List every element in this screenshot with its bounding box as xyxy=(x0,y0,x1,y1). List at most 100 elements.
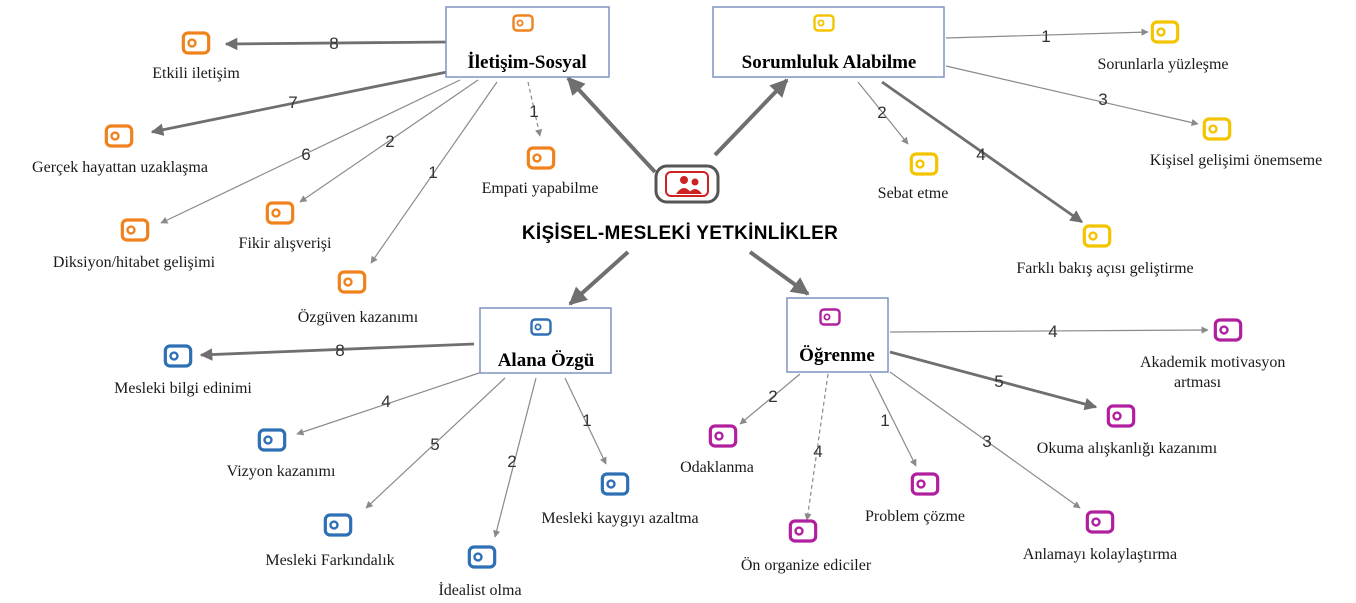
code-label: Okuma alışkanlığı kazanımı xyxy=(1037,440,1218,457)
edge-center-social xyxy=(566,76,657,174)
code-anlamayi-kolaylastirma[interactable]: Anlamayı kolaylaştırma xyxy=(1023,510,1177,563)
category-responsibility[interactable]: Sorumluluk Alabilme xyxy=(712,6,945,78)
code-label: Özgüven kazanımı xyxy=(298,308,419,326)
code-idealist[interactable]: İdealist olma xyxy=(438,545,522,599)
code-tag-icon xyxy=(708,424,738,448)
edge-social-diksiyon xyxy=(160,79,461,224)
code-tag-icon xyxy=(265,201,295,225)
code-akademik-motivasyon[interactable]: Akademik motivasyon artması xyxy=(1140,318,1285,391)
category-social-label: İletişim-Sosyal xyxy=(467,52,586,73)
edge-field-farkindalik xyxy=(365,377,506,509)
edge-learn-anlama xyxy=(889,371,1081,509)
code-tag-icon xyxy=(909,152,939,176)
edge-field-idealist xyxy=(493,377,537,538)
code-tag-icon xyxy=(819,308,841,326)
weight-okuma: 5 xyxy=(994,372,1003,391)
code-mesleki-farkindalik[interactable]: Mesleki Farkındalık xyxy=(265,513,395,569)
category-learning[interactable]: Öğrenme xyxy=(786,297,889,373)
code-sebat[interactable]: Sebat etme xyxy=(878,152,949,202)
code-problem-cozme[interactable]: Problem çözme xyxy=(865,472,965,525)
code-label-line2: artması xyxy=(1174,374,1222,391)
edge-learn-odaklanma xyxy=(739,373,801,425)
edge-learn-okuma xyxy=(889,350,1098,411)
code-fikir-alisverisi[interactable]: Fikir alışverişi xyxy=(239,201,332,252)
main-edges xyxy=(566,76,810,306)
code-empati[interactable]: Empati yapabilme xyxy=(482,146,599,197)
weight-farkindalik: 5 xyxy=(430,435,439,454)
center-title: KİŞİSEL-MESLEKİ YETKİNLİKLER xyxy=(522,223,838,244)
code-gercek-hayattan[interactable]: Gerçek hayattan uzaklaşma xyxy=(32,124,208,176)
weight-onorganize: 4 xyxy=(813,442,822,461)
code-tag-icon xyxy=(526,146,556,170)
code-label: Sebat etme xyxy=(878,185,949,202)
code-tag-icon xyxy=(104,124,134,148)
edge-center-field xyxy=(568,250,630,306)
edge-field-kaygi xyxy=(564,377,607,465)
code-tag-icon xyxy=(910,472,940,496)
weight-empati: 1 xyxy=(529,102,538,121)
weight-ozguven: 1 xyxy=(428,163,437,182)
weight-sebat: 2 xyxy=(877,103,886,122)
category-field-label: Alana Özgü xyxy=(498,350,595,371)
code-tag-icon xyxy=(530,318,552,336)
code-label: Mesleki bilgi edinimi xyxy=(114,380,252,397)
code-tag-icon xyxy=(1082,224,1112,248)
weight-farkli: 4 xyxy=(976,145,985,164)
edge-learn-problem xyxy=(869,373,917,467)
code-tag-icon xyxy=(120,218,150,242)
code-label: Fikir alışverişi xyxy=(239,235,332,252)
weight-idealist: 2 xyxy=(507,452,516,471)
category-social[interactable]: İletişim-Sosyal xyxy=(445,6,610,78)
code-odaklanma[interactable]: Odaklanma xyxy=(680,424,754,476)
code-farkli-bakis[interactable]: Farklı bakış açısı geliştirme xyxy=(1016,224,1194,277)
weight-bilgi: 8 xyxy=(335,341,344,360)
category-responsibility-label: Sorumluluk Alabilme xyxy=(742,52,917,73)
code-tag-icon xyxy=(512,14,534,32)
weight-kisisel: 3 xyxy=(1098,90,1107,109)
weight-akademik: 4 xyxy=(1048,322,1057,341)
code-label: Sorunlarla yüzleşme xyxy=(1097,56,1228,73)
edge-center-learning xyxy=(748,250,810,296)
weight-gercek: 7 xyxy=(288,93,297,112)
code-tag-icon xyxy=(467,545,497,569)
code-label: Problem çözme xyxy=(865,508,965,525)
code-on-organize[interactable]: Ön organize ediciler xyxy=(741,519,872,574)
code-kisisel-gelisim[interactable]: Kişisel gelişimi önemseme xyxy=(1150,117,1322,169)
code-tag-icon xyxy=(163,344,193,368)
code-label: Ön organize ediciler xyxy=(741,556,872,574)
code-label: Empati yapabilme xyxy=(482,180,599,197)
center-node[interactable]: KİŞİSEL-MESLEKİ YETKİNLİKLER xyxy=(522,164,838,244)
code-tag-icon xyxy=(1150,20,1180,44)
code-diksiyon[interactable]: Diksiyon/hitabet gelişimi xyxy=(53,218,216,271)
edge-field-bilgi xyxy=(199,342,475,361)
weight-etkili: 8 xyxy=(329,34,338,53)
code-tag-icon xyxy=(323,513,353,537)
edge-social-etkili xyxy=(224,37,447,51)
code-okuma[interactable]: Okuma alışkanlığı kazanımı xyxy=(1037,404,1218,457)
code-tag-icon xyxy=(1213,318,1243,342)
code-label: Odaklanma xyxy=(680,459,754,476)
code-mesleki-kaygi[interactable]: Mesleki kaygıyı azaltma xyxy=(541,472,699,527)
code-tag-icon xyxy=(1085,510,1115,534)
code-label: Diksiyon/hitabet gelişimi xyxy=(53,254,216,271)
edge-resp-farkli xyxy=(881,80,1084,224)
code-tag-icon xyxy=(257,428,287,452)
edge-learn-onorganize xyxy=(804,373,829,521)
weight-problem: 1 xyxy=(880,411,889,430)
category-field[interactable]: Alana Özgü xyxy=(479,307,612,374)
weight-odaklanma: 2 xyxy=(768,387,777,406)
code-sorunlarla[interactable]: Sorunlarla yüzleşme xyxy=(1097,20,1229,73)
code-label: Gerçek hayattan uzaklaşma xyxy=(32,159,208,176)
code-ozguven[interactable]: Özgüven kazanımı xyxy=(298,270,419,326)
code-tag-icon xyxy=(181,31,211,55)
edge-social-empati xyxy=(527,81,543,137)
code-etkili-iletisim[interactable]: Etkili iletişim xyxy=(152,31,240,82)
code-label: Farklı bakış açısı geliştirme xyxy=(1016,260,1193,277)
code-mesleki-bilgi[interactable]: Mesleki bilgi edinimi xyxy=(114,344,252,397)
weight-kaygi: 1 xyxy=(582,411,591,430)
weight-diksiyon: 6 xyxy=(301,145,310,164)
edge-resp-kisisel xyxy=(945,65,1199,127)
code-vizyon[interactable]: Vizyon kazanımı xyxy=(227,428,336,480)
code-label: Etkili iletişim xyxy=(152,65,240,82)
code-tag-icon xyxy=(1202,117,1232,141)
